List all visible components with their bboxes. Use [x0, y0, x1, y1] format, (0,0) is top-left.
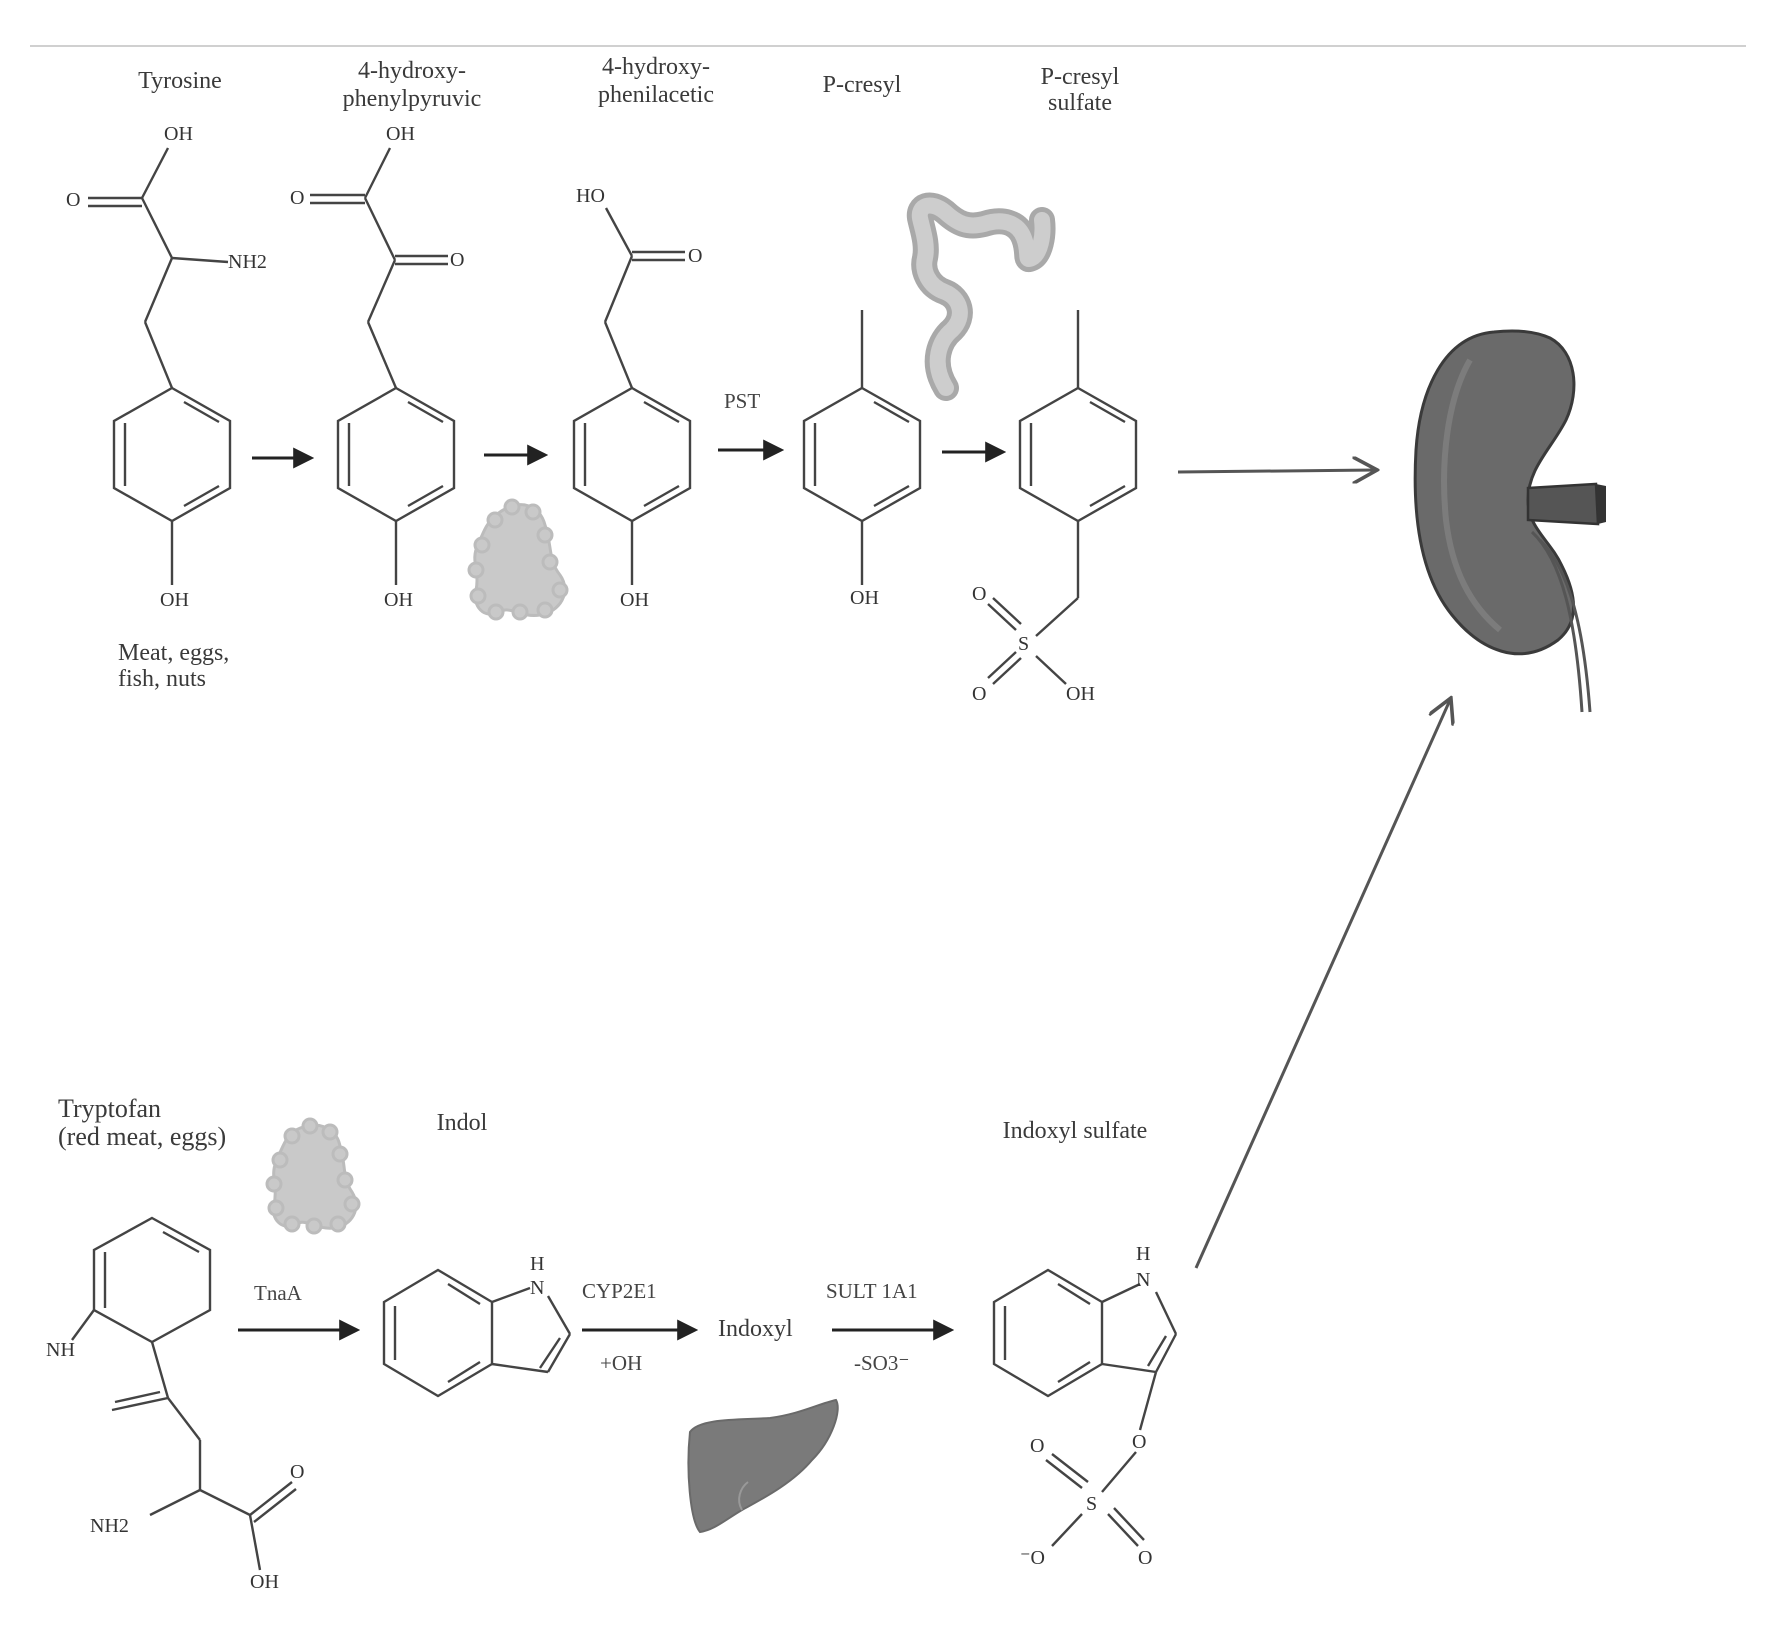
label-indoxyl: Indoxyl — [718, 1316, 793, 1342]
indoxyl-sulfate-structure — [992, 1268, 1178, 1547]
atom-pcs-o1: O — [972, 583, 987, 605]
label-tryptophan-line1: Tryptofan — [58, 1094, 162, 1123]
label-sult-minus-so3: -SO3⁻ — [854, 1351, 910, 1375]
colon-icon — [906, 192, 1056, 401]
atom-trp-nh2: NH2 — [90, 1515, 129, 1537]
atom-hpaa-o: O — [688, 245, 703, 267]
label-tyrosine: Tyrosine — [138, 68, 222, 94]
arrow-pcs-to-kidney — [1177, 470, 1375, 472]
atom-tyr-nh2: NH2 — [228, 251, 267, 273]
atom-is-o-link: O — [1132, 1431, 1147, 1453]
bacteria-icon-top — [467, 498, 569, 621]
label-indole: Indol — [436, 1110, 488, 1136]
tyrosine-structure — [88, 147, 232, 585]
pcresol-structure — [802, 310, 922, 585]
atom-hppa-ring-oh: OH — [384, 589, 413, 611]
atom-trp-nh: NH — [46, 1339, 75, 1361]
label-tryptophan-line2: (red meat, eggs) — [58, 1122, 227, 1151]
label-indoxyl-sulfate: Indoxyl sulfate — [1002, 1118, 1148, 1144]
pcresyl-sulfate-structure — [987, 310, 1138, 685]
indole-structure — [382, 1268, 572, 1398]
hpaa-structure — [572, 207, 692, 585]
atom-indole-h: H — [530, 1253, 545, 1275]
label-cyp-plus-oh: +OH — [600, 1351, 643, 1375]
atom-pcs-oh: OH — [1066, 683, 1095, 705]
label-tyrosine-source-line1: Meat, eggs, — [118, 640, 230, 666]
label-enzyme-cyp2e1: CYP2E1 — [582, 1279, 657, 1303]
label-hpaa-line1: 4-hydroxy- — [602, 54, 710, 80]
atom-pcresol-oh: OH — [850, 587, 879, 609]
atom-trp-oh: OH — [250, 1571, 279, 1593]
atom-hppa-o2: O — [450, 249, 465, 271]
label-tyrosine-source-line2: fish, nuts — [118, 666, 207, 692]
atom-is-o-minus: ⁻O — [1020, 1547, 1045, 1569]
atom-is-s: S — [1086, 1493, 1098, 1515]
atom-pcs-o2: O — [972, 683, 987, 705]
label-pcs-line1: P-cresyl — [1040, 64, 1120, 90]
label-enzyme-pst: PST — [724, 389, 761, 413]
kidney-icon — [1413, 329, 1606, 713]
tryptophan-structure — [71, 1216, 297, 1571]
atom-hppa-oh: OH — [386, 123, 415, 145]
label-pcs-line2: sulfate — [1048, 90, 1112, 116]
atom-hpaa-ho: HO — [576, 185, 605, 207]
atom-indole-n: N — [530, 1277, 545, 1299]
atom-hppa-o1: O — [290, 187, 305, 209]
atom-tyr-oh: OH — [164, 123, 193, 145]
atom-is-n: N — [1136, 1269, 1151, 1291]
bacteria-icon-bottom — [265, 1117, 361, 1235]
atom-is-o1: O — [1030, 1435, 1045, 1457]
atom-hpaa-ring-oh: OH — [620, 589, 649, 611]
atom-pcs-s: S — [1018, 633, 1030, 655]
label-hpaa-line2: phenilacetic — [598, 82, 714, 108]
liver-icon — [687, 1398, 839, 1534]
label-hppa-line2: phenylpyruvic — [342, 86, 482, 112]
atom-tyr-o: O — [66, 189, 81, 211]
atom-trp-o: O — [290, 1461, 305, 1483]
label-hppa-line1: 4-hydroxy- — [358, 58, 466, 84]
atom-tyr-ring-oh: OH — [160, 589, 189, 611]
atom-is-o2: O — [1138, 1547, 1153, 1569]
label-enzyme-tnaa: TnaA — [254, 1281, 302, 1305]
label-enzyme-sult: SULT 1A1 — [826, 1279, 918, 1303]
label-pcresyl: P-cresyl — [822, 72, 902, 98]
arrow-is-to-kidney — [1194, 700, 1450, 1269]
hppa-structure — [310, 147, 456, 585]
atom-is-h: H — [1136, 1243, 1151, 1265]
